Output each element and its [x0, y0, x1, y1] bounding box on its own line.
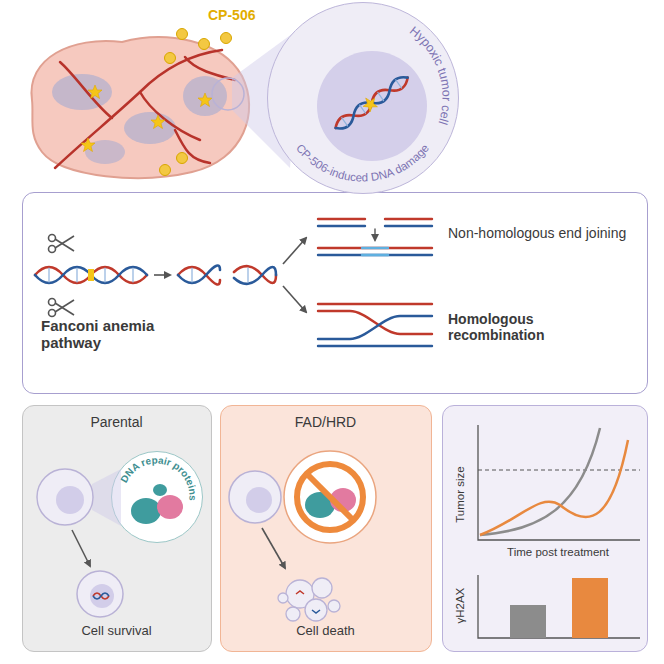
axis-label: Tumor size — [454, 455, 467, 535]
axis-label: Time post treatment — [473, 546, 643, 559]
blood-vessel — [140, 92, 200, 140]
blood-vessel — [55, 50, 222, 168]
outcome-label: Cell death — [221, 624, 430, 639]
parental-panel: ParentalCell survival DNA repair proteins — [22, 405, 212, 652]
circle-label: CP-506-induced DNA damage — [294, 142, 431, 184]
curved-text-layer: Hypoxic tumor cellCP-506-induced DNA dam… — [268, 3, 460, 195]
panel-title: FAD/HRD — [221, 414, 430, 430]
tumor-mass — [31, 37, 249, 178]
tumor-mass — [124, 112, 176, 144]
tumor-mass — [31, 37, 249, 178]
repair-protein-circle: DNA repair proteins — [111, 451, 203, 543]
drug-particle — [177, 153, 188, 164]
blood-vessel — [185, 57, 235, 80]
blood-vessel — [60, 62, 112, 118]
tumor-mass — [52, 74, 112, 110]
panel-title: Parental — [23, 414, 210, 430]
pathway-label: Non-homologous end joining — [448, 225, 628, 241]
chart-panel: Tumor sizeTime post treatment γH2AX — [442, 405, 648, 652]
drug-particle — [199, 39, 210, 50]
drug-particle — [160, 165, 171, 176]
tumor-mass — [85, 140, 125, 164]
drug-particle — [221, 33, 232, 44]
drug-star — [81, 85, 212, 152]
drug-particle — [177, 29, 188, 40]
pathway-panel: Fanconi anemia pathway Non-homologous end… — [22, 192, 648, 394]
circle-label: CP-506-induced DNA damage — [294, 142, 431, 184]
cell-zoom-circle: Hypoxic tumor cellCP-506-induced DNA dam… — [267, 2, 459, 194]
drug-star — [88, 85, 102, 99]
drug-label: CP-506 — [208, 7, 278, 23]
circle-label: Hypoxic tumor cell — [407, 24, 454, 127]
zoom-cone — [212, 78, 244, 110]
pathway-label: Homologous recombination — [448, 311, 628, 343]
drug-particle — [165, 53, 176, 64]
curved-text-layer: DNA repair proteins — [112, 452, 204, 544]
drug-particle — [160, 29, 232, 176]
circle-label: DNA repair proteins — [118, 454, 198, 501]
drug-star — [198, 93, 212, 107]
fad-hrd-panel: FAD/HRD Cell death — [220, 405, 432, 652]
blood-vessel — [55, 50, 235, 168]
tumor-mass — [183, 76, 227, 116]
circle-label: DNA repair proteins — [118, 454, 198, 501]
pathway-label: Fanconi anemia pathway — [41, 317, 191, 352]
blood-vessel — [175, 130, 210, 163]
axis-label: γH2AX — [454, 576, 467, 636]
drug-star — [151, 115, 165, 129]
circle-label: Hypoxic tumor cell — [407, 24, 454, 127]
drug-star — [81, 138, 95, 152]
outcome-label: Cell survival — [23, 624, 210, 639]
